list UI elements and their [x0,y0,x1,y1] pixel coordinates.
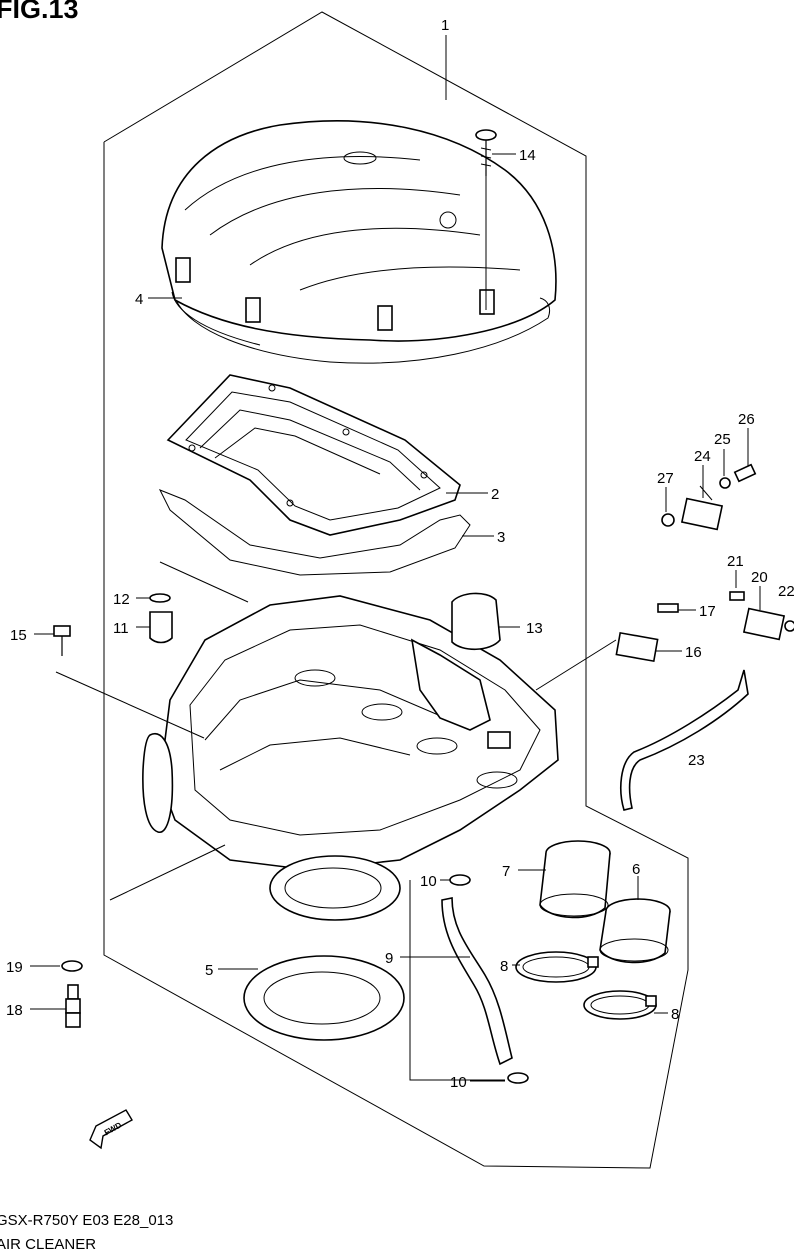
callout-22: 22 [778,583,794,600]
callout-27: 27 [657,470,674,487]
sensor-24 [680,485,724,531]
hose-clamp-8b [583,990,657,1020]
air-filter-element [166,374,461,536]
case-inlet-ring [269,855,401,921]
callout-10-top: 10 [420,873,437,890]
bolt-27 [661,513,675,527]
footer-model-code: GSX-R750Y E03 E28_013 [0,1212,174,1229]
clip-12 [149,593,171,603]
sensor-16 [615,631,659,663]
screw-14 [475,129,497,310]
clip-10b [507,1072,529,1084]
callout-3: 3 [497,529,505,546]
bolt-26 [733,463,757,483]
callout-8-upper: 8 [500,958,508,975]
callout-21: 21 [727,553,744,570]
bolt-21 [729,591,745,601]
velocity-funnel-6 [599,898,671,964]
callout-7: 7 [502,863,510,880]
plug-11 [149,611,173,644]
callout-19: 19 [6,959,23,976]
callout-4: 4 [135,291,143,308]
callout-13: 13 [526,620,543,637]
hose-clamp-8a [515,951,599,983]
bolt-17 [657,603,679,613]
cap-seal [175,297,551,364]
callout-23: 23 [688,752,705,769]
callout-5: 5 [205,962,213,979]
drain-hose-9 [441,897,513,1066]
callout-20: 20 [751,569,768,586]
sensor-18 [65,984,81,1028]
duct-13 [451,592,501,651]
washer-25 [719,477,731,489]
footer-section-name: AIR CLEANER [0,1236,97,1253]
forward-direction-arrow-icon: FWD [89,1109,133,1150]
callout-26: 26 [738,411,755,428]
callout-9: 9 [385,950,393,967]
callout-12: 12 [113,591,130,608]
callout-6: 6 [632,861,640,878]
callout-1: 1 [441,17,449,34]
callout-25: 25 [714,431,731,448]
assembly-outline [103,11,689,1169]
bolt-15 [53,625,71,656]
callout-2: 2 [491,486,499,503]
callout-8-lower: 8 [671,1006,679,1023]
washer-19 [61,960,83,972]
clip-10a [449,874,471,886]
callout-15: 15 [10,627,27,644]
callout-11: 11 [113,620,129,637]
callout-14: 14 [519,147,536,164]
air-cleaner-case [142,595,559,871]
callout-16: 16 [685,644,702,661]
sensor-20 [742,607,786,641]
part-22 [784,620,794,632]
callout-17: 17 [699,603,716,620]
callout-24: 24 [694,448,711,465]
figure-title: FIG.13 [0,0,79,24]
vacuum-hose-23 [620,669,749,811]
filter-gasket [158,489,471,576]
callout-10-bottom: 10 [450,1074,467,1091]
air-cleaner-cap [161,120,557,342]
callout-18: 18 [6,1002,23,1019]
intake-boot-5 [243,955,405,1041]
velocity-funnel-7 [539,840,611,919]
